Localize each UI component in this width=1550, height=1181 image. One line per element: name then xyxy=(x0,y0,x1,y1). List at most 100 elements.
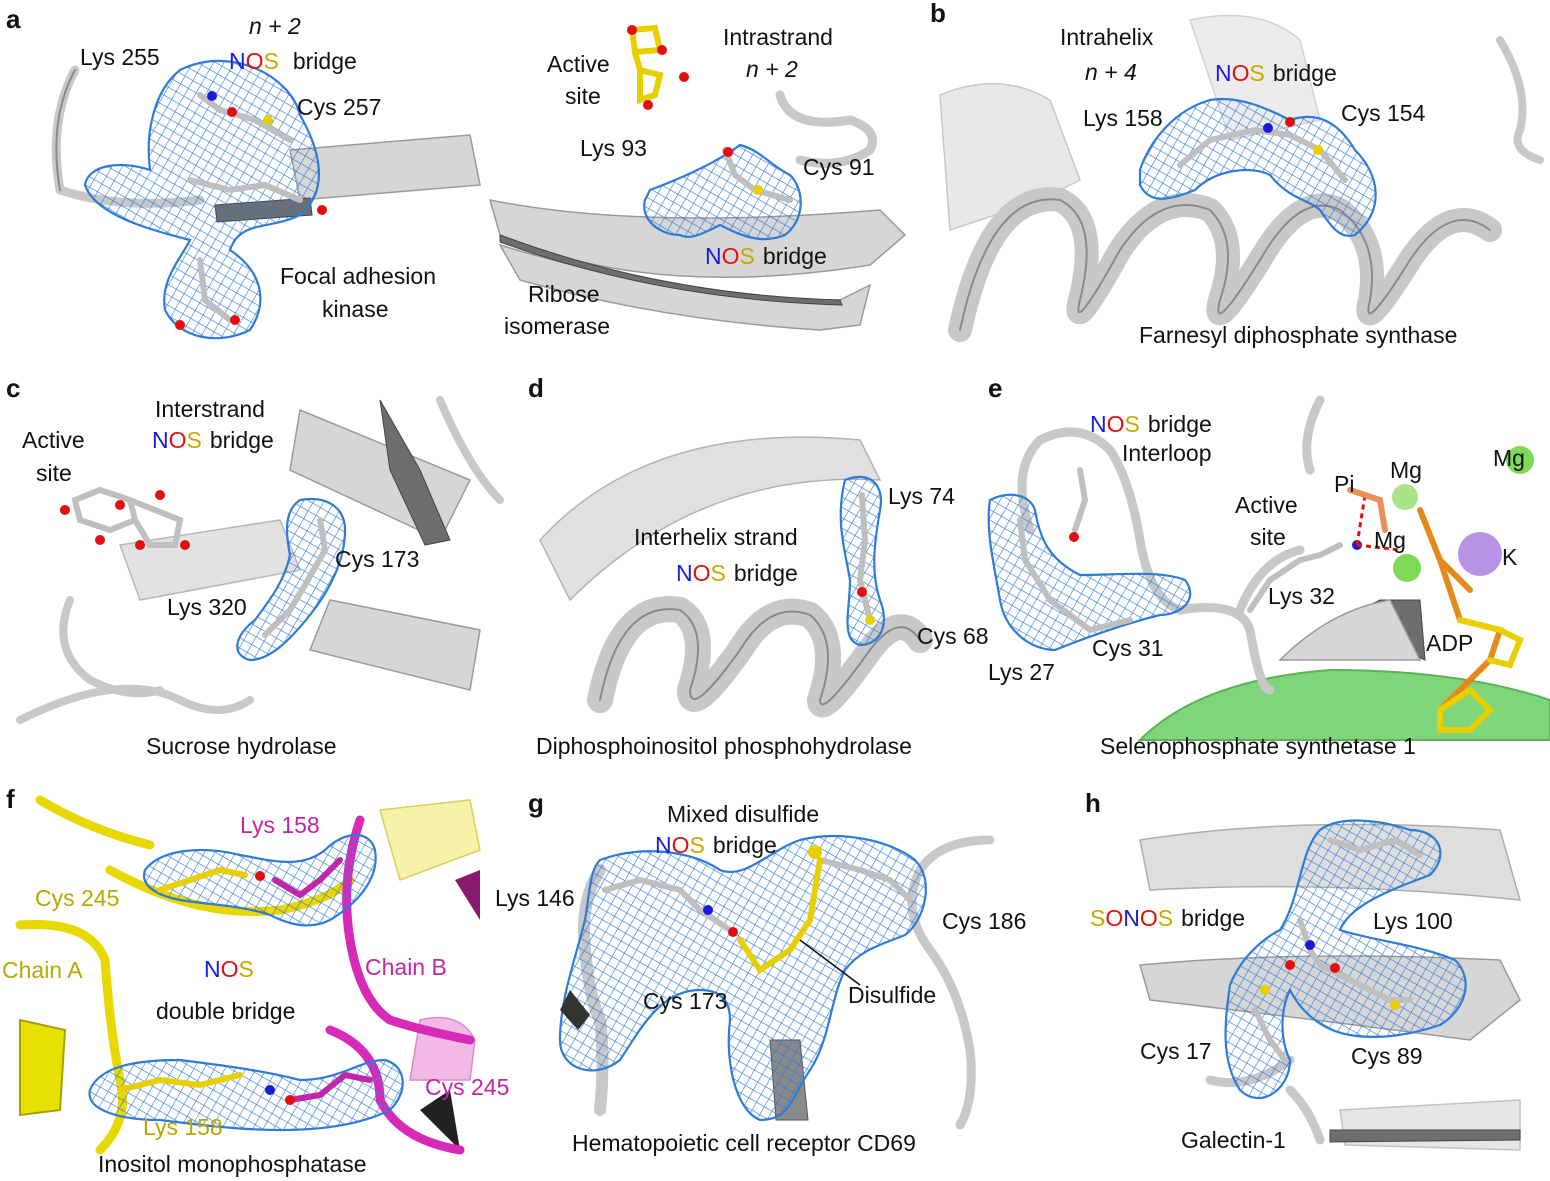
chain-a-sheet xyxy=(379,799,481,881)
protein-name-line1: Ribose xyxy=(528,281,600,307)
strand-edge xyxy=(499,234,843,306)
electron-density-mesh xyxy=(236,497,347,662)
cysteine-label: Cys 91 xyxy=(803,154,875,180)
lysine-label: Lys 146 xyxy=(495,885,575,911)
nos-s: S xyxy=(264,48,279,74)
chain-a-helix-end xyxy=(19,1018,67,1117)
cysteine-186-label: Cys 186 xyxy=(942,908,1026,934)
protein-name-line2: isomerase xyxy=(504,313,610,339)
sulfur-atom xyxy=(808,845,822,859)
active-site-line2: site xyxy=(565,83,601,109)
nitrogen-atom xyxy=(207,91,217,101)
cysteine-label: Cys 257 xyxy=(297,94,381,120)
panel-letter-d: d xyxy=(528,373,544,403)
interloop-label: Interloop xyxy=(1122,440,1212,466)
sulfur-atom xyxy=(1313,145,1323,155)
sulfur-atom xyxy=(865,615,875,625)
oxygen-atom xyxy=(95,535,105,545)
active-site-line2: site xyxy=(36,460,72,486)
lysine-label: Lys 255 xyxy=(80,44,160,70)
panel-letter-c: c xyxy=(6,373,20,403)
oxygen-atom xyxy=(1285,117,1295,127)
hydrogen-bonds xyxy=(1355,494,1401,552)
sequence-separation-label: n + 2 xyxy=(249,13,301,39)
oxygen-atom xyxy=(679,72,689,82)
sulfur-atom xyxy=(1260,985,1270,995)
protein-name: Sucrose hydrolase xyxy=(146,733,337,759)
intrastrand-label: Intrastrand xyxy=(723,24,833,50)
mixed-disulfide-label: Mixed disulfide xyxy=(667,801,819,827)
strand-edge xyxy=(379,399,451,546)
alpha-helix-edge xyxy=(959,198,1491,331)
cysteine-173-label: Cys 173 xyxy=(643,988,727,1014)
nos-n: N xyxy=(229,48,246,74)
adp-label: ADP xyxy=(1426,630,1473,656)
cysteine-label: Cys 31 xyxy=(1092,635,1164,661)
cysteine-89-label: Cys 89 xyxy=(1351,1043,1423,1069)
lysine-label: Lys 27 xyxy=(988,659,1055,685)
oxygen-atom xyxy=(60,505,70,515)
cysteine-label-chain-b: Cys 245 xyxy=(425,1074,509,1100)
potassium-label: K xyxy=(1502,544,1518,570)
oxygen-atom xyxy=(723,147,733,157)
lysine-label-chain-b: Lys 158 xyxy=(240,812,320,838)
residue-sticks xyxy=(602,857,913,933)
double-bridge-label: double bridge xyxy=(156,998,295,1024)
oxygen-atom xyxy=(135,540,145,550)
sequence-separation-label: n + 4 xyxy=(1085,59,1137,85)
beta-strand-arrow xyxy=(488,199,907,278)
oxygen-atom xyxy=(1069,532,1079,542)
active-site-line1: Active xyxy=(1235,492,1298,518)
panel-letter-e: e xyxy=(988,373,1002,403)
magnesium-ion xyxy=(1506,446,1534,474)
lysine-label: Lys 32 xyxy=(1268,583,1335,609)
sulfur-atom xyxy=(1390,1000,1400,1010)
active-site-line1: Active xyxy=(22,427,85,453)
beta-strand xyxy=(308,599,481,691)
magnesium-label: Mg xyxy=(1374,527,1406,553)
coil xyxy=(16,396,504,724)
oxygen-atom xyxy=(1330,963,1340,973)
green-sheet xyxy=(1137,668,1550,741)
protein-name: Selenophosphate synthetase 1 xyxy=(1100,733,1416,759)
disulfide-label: Disulfide xyxy=(848,982,936,1008)
bridge-word: bridge xyxy=(293,48,357,74)
phosphate-label: Pi xyxy=(1334,471,1354,497)
electron-density-mesh xyxy=(987,493,1192,652)
residue-sticks xyxy=(187,92,303,323)
cysteine-17-label: Cys 17 xyxy=(1140,1038,1212,1064)
oxygen-atom xyxy=(155,490,165,500)
cysteine-label-chain-a: Cys 245 xyxy=(35,885,119,911)
oxygen-atom xyxy=(180,540,190,550)
lysine-label: Lys 93 xyxy=(580,135,647,161)
active-site-line2: site xyxy=(1250,524,1286,550)
electron-density-mesh xyxy=(1138,97,1377,238)
coil xyxy=(1496,36,1544,164)
electron-density-mesh xyxy=(643,143,802,241)
residue-sticks xyxy=(262,517,329,638)
electron-density-mesh xyxy=(83,59,321,340)
coil xyxy=(907,835,995,1130)
coil-end xyxy=(560,990,590,1030)
panel-f: f Lys 158 Cys 245 Chain A Chain B NOS do… xyxy=(2,784,509,1177)
protein-name: Diphosphoinositol phosphohydrolase xyxy=(536,733,912,759)
potassium-ion xyxy=(1458,532,1502,576)
lys-sticks xyxy=(117,1072,243,1093)
residue-sticks xyxy=(856,492,873,623)
nos-o: O xyxy=(246,48,264,74)
oxygen-atom xyxy=(255,871,265,881)
